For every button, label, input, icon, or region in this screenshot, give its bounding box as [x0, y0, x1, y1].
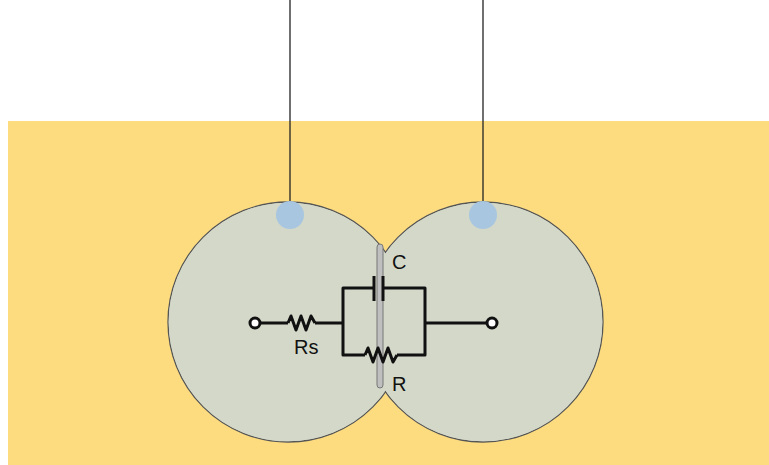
cell-fill [364, 203, 603, 442]
electrode-tip [276, 201, 304, 229]
resistor-symbol [288, 316, 315, 330]
capacitor-label: C [392, 252, 406, 272]
cell-outline [363, 202, 603, 442]
equivalent-circuit [250, 276, 497, 362]
capacitor-symbol [373, 276, 376, 301]
wire [315, 322, 343, 325]
wire [260, 322, 288, 325]
resistor-symbol [365, 348, 397, 362]
terminal [487, 318, 497, 328]
electrode-wire [289, 0, 290, 212]
bath-medium [8, 121, 769, 465]
wire [425, 322, 487, 325]
resistor-label: R [392, 374, 406, 394]
terminal [250, 318, 260, 328]
wire [383, 288, 425, 355]
membrane-junction [377, 244, 383, 388]
wire [343, 288, 374, 355]
resistor-label: Rs [294, 337, 318, 357]
electrode-wire [482, 0, 483, 212]
electrode-tip [469, 201, 497, 229]
